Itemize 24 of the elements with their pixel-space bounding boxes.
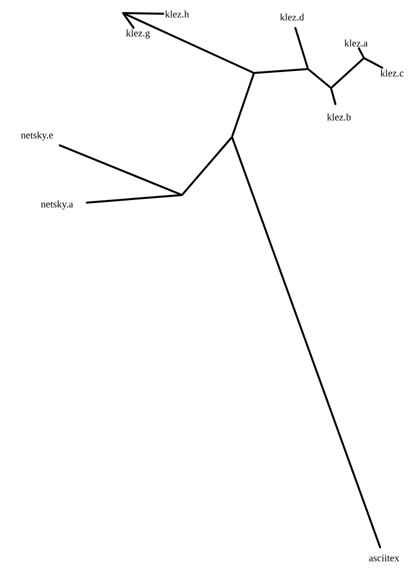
taxon-label: netsky.a: [41, 200, 74, 210]
tree-branch: [123, 12, 254, 74]
tree-branch: [330, 88, 336, 106]
taxon-label: klez.b: [327, 113, 351, 121]
tree-branch: [294, 26, 309, 69]
tree-branch: [358, 47, 364, 58]
tree-branch: [364, 58, 384, 69]
taxon-label: asciitex: [369, 554, 400, 562]
tree-branch: [254, 68, 308, 74]
tree-branch: [58, 144, 182, 196]
taxon-label: klez.h: [165, 10, 189, 18]
tree-branch: [123, 12, 164, 15]
tree-branch: [231, 137, 382, 548]
taxon-label: klez.g: [126, 29, 150, 39]
tree-branch: [308, 68, 332, 88]
taxon-label: klez.a: [344, 39, 368, 47]
tree-branch: [231, 73, 255, 137]
tree-branch: [330, 58, 364, 88]
taxon-label: netsky.e: [21, 131, 53, 141]
taxon-label: klez.c: [380, 69, 404, 77]
tree-branch: [122, 13, 135, 29]
tree-branch: [182, 136, 232, 196]
taxon-label: klez.d: [280, 13, 304, 21]
tree-branch: [86, 194, 182, 204]
